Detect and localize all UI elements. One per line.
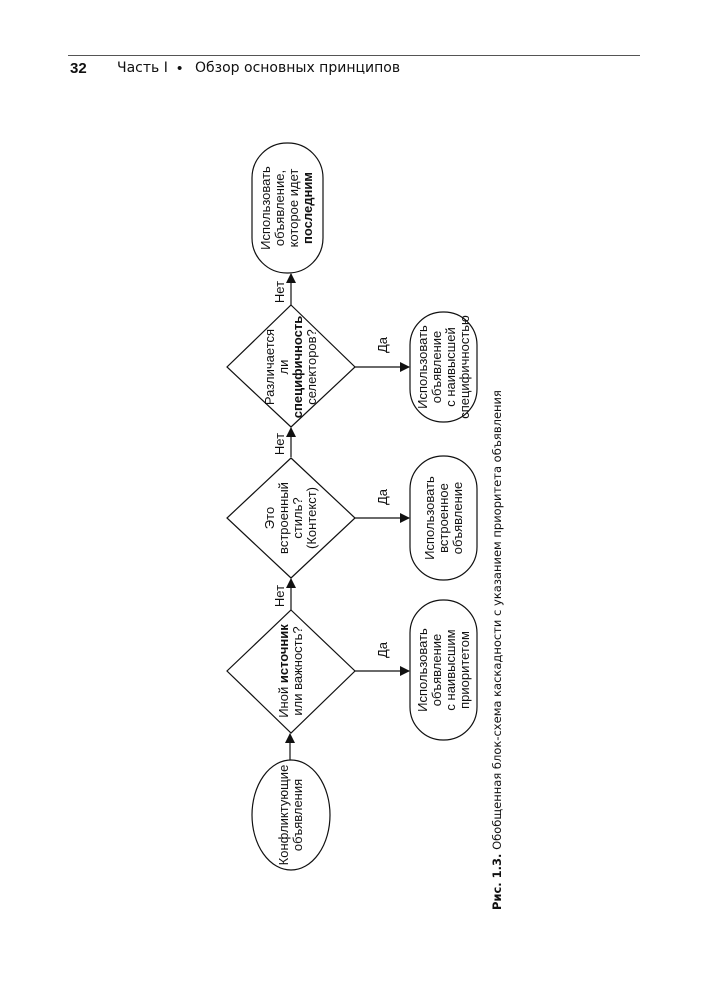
final-text-1: Использовать (258, 166, 273, 250)
page-number: 32 (70, 60, 87, 77)
start-terminal (251, 759, 331, 871)
start-text-1: Конфликтующие (276, 765, 291, 866)
no-label-1: Нет (272, 585, 287, 607)
decision3-text-1: Различается (262, 329, 277, 405)
result-inline-terminal (409, 455, 478, 581)
decision1-text-1: Иной источник (276, 624, 291, 718)
final-text-2: объявление, (272, 170, 287, 246)
result-priority-terminal (409, 599, 478, 741)
part-title: Часть I (117, 60, 168, 76)
result2-text-2: встроенное (436, 483, 451, 553)
final-text-4: последним (300, 172, 315, 244)
result1-text-2: объявление (429, 634, 444, 707)
result-specificity-terminal (409, 311, 478, 423)
no-label-3: Нет (272, 281, 287, 303)
result1-text-3: с наивысшим (443, 629, 458, 710)
decision2-text-1: Это (262, 507, 277, 529)
result2-text-1: Использовать (422, 476, 437, 560)
yes-label-2: Да (375, 488, 390, 505)
header-bullet: • (177, 60, 183, 77)
result3-text-2: объявление (429, 331, 444, 404)
decision2-text-4: (Контекст) (304, 487, 319, 549)
section-title: Обзор основных принципов (195, 60, 401, 76)
result3-text-3: с наивысшей (443, 327, 458, 406)
result2-text-3: объявление (450, 482, 465, 555)
figure-caption: Рис. 1.3. Обобщенная блок-схема каскадно… (490, 390, 504, 910)
final-text-3: которое идет (286, 169, 301, 248)
result-last-terminal (251, 142, 324, 274)
no-label-2: Нет (272, 433, 287, 455)
decision3-text-2: ли (276, 360, 291, 375)
result1-text-4: приоритетом (457, 631, 472, 709)
decision-inline-diamond (226, 457, 356, 579)
result3-text-1: Использовать (415, 325, 430, 409)
header-rule (68, 55, 640, 56)
decision3-text-3: специфичность (290, 316, 305, 418)
result3-text-4: специфичностью (457, 315, 472, 419)
decision3-text-4: селекторов? (304, 329, 319, 405)
decision-specificity-diamond (226, 304, 356, 428)
decision2-text-2: встроенный (276, 482, 291, 554)
result1-text-1: Использовать (415, 628, 430, 712)
decision1-text-2: или важность? (290, 626, 305, 715)
yes-label-3: Да (375, 336, 390, 353)
decision-source-diamond (226, 609, 356, 734)
yes-label-1: Да (375, 641, 390, 658)
start-text-2: объявления (290, 779, 305, 851)
decision2-text-3: стиль? (290, 497, 305, 538)
